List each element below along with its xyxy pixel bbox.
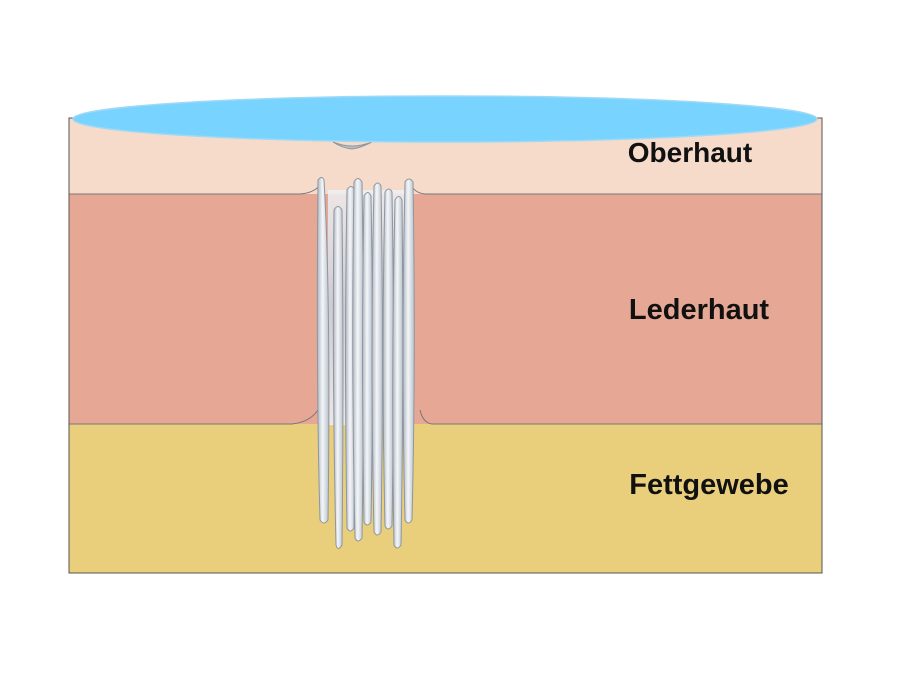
filament (392, 196, 404, 549)
dermis-layer (69, 194, 822, 424)
filament (371, 182, 383, 536)
dimple (332, 141, 373, 150)
fat-layer (69, 424, 822, 573)
liquid-surface-ellipse (72, 95, 818, 143)
label-oberhaut: Oberhaut (627, 137, 753, 168)
label-fettgewebe: Fettgewebe (629, 469, 789, 501)
label-lederhaut: Lederhaut (628, 294, 770, 326)
filament (402, 178, 415, 524)
filament (382, 188, 394, 530)
puncture-channel (316, 141, 415, 549)
dermis-fat-boundary (69, 409, 822, 425)
filament (362, 192, 373, 526)
filament (332, 206, 344, 549)
filament (316, 177, 330, 524)
filament (352, 178, 364, 542)
